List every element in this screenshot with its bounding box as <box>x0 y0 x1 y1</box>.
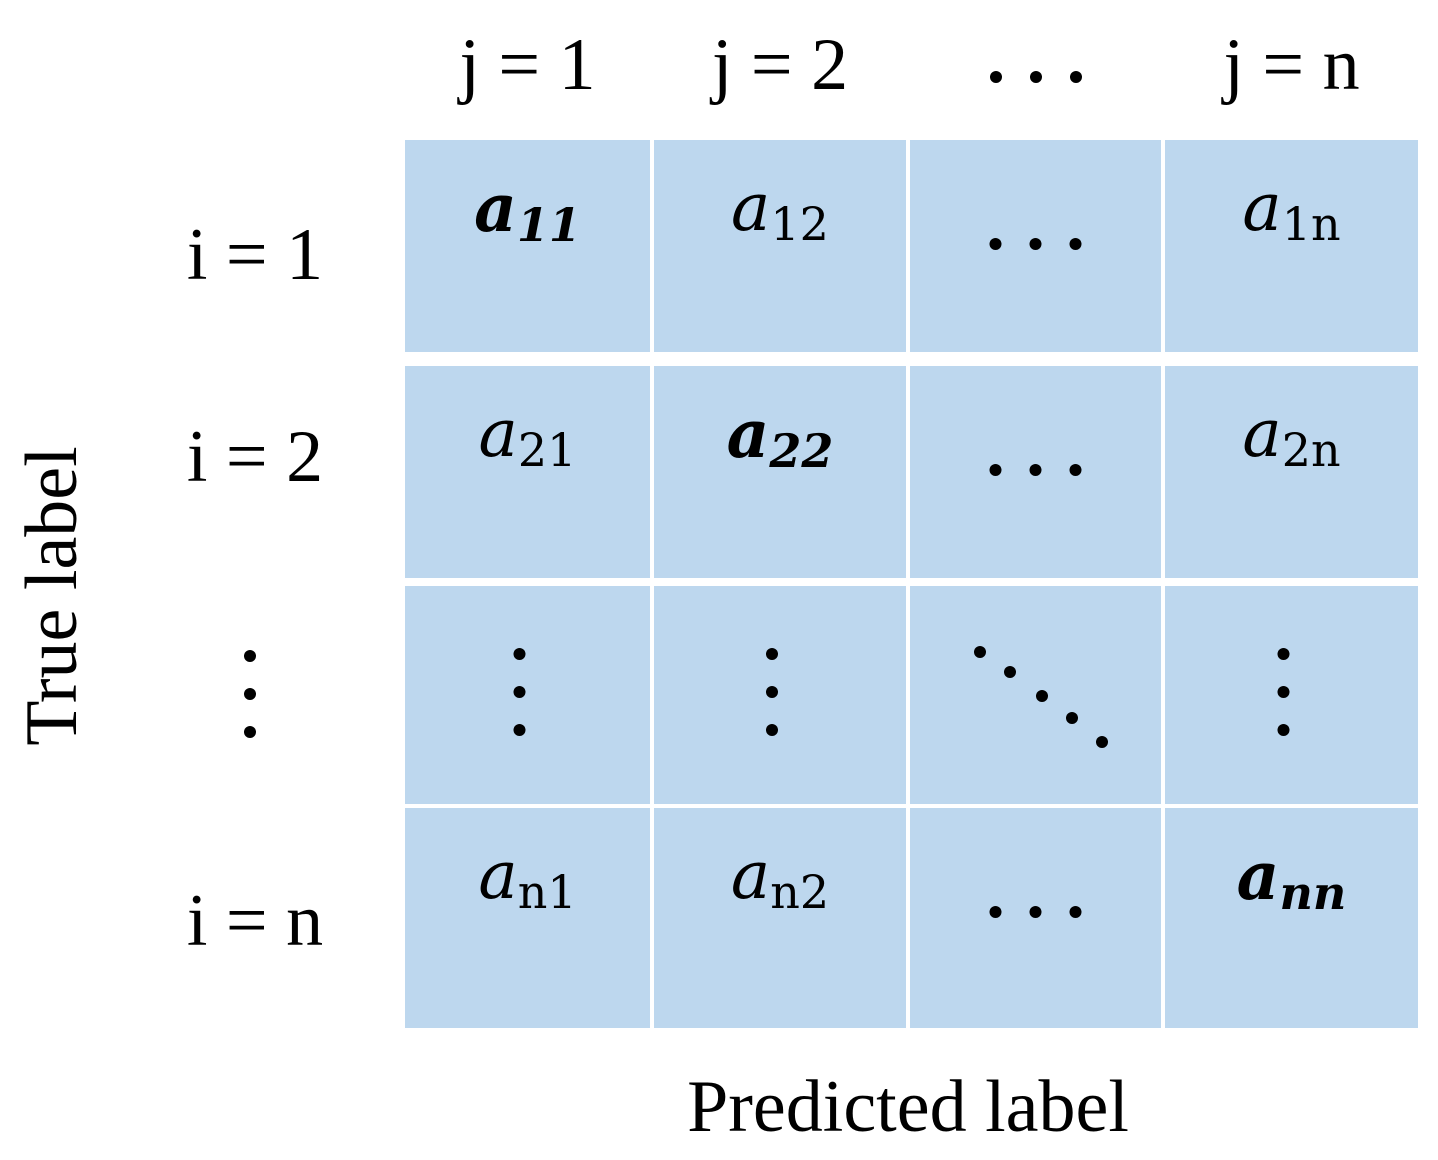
x-axis-label: Predicted label <box>687 1062 1129 1152</box>
cell-label: a1n <box>1165 168 1418 248</box>
cell-label-base: a <box>1236 837 1280 915</box>
diagonal-ellipsis-icon <box>974 646 1108 748</box>
cell-label-base: a <box>1242 169 1282 246</box>
vertical-ellipsis-icon <box>766 648 778 736</box>
matrix-cell-4-4: ann <box>1165 808 1418 1028</box>
y-axis-label-text: True label <box>11 446 93 746</box>
cell-label-subscript: 2n <box>1281 423 1341 477</box>
cell-label-subscript: 22 <box>769 424 834 478</box>
column-header-1: j = 1 <box>459 24 596 106</box>
cell-label-base: a <box>474 169 517 247</box>
cell-label: a12 <box>654 168 906 248</box>
cell-label: ann <box>1165 836 1418 916</box>
cell-label-base: a <box>478 395 518 472</box>
cell-label-base: a <box>731 169 771 246</box>
x-axis-label-text: Predicted label <box>687 1066 1129 1148</box>
cell-label-subscript: 12 <box>770 197 829 251</box>
cell-label: a2n <box>1165 394 1418 474</box>
vertical-ellipsis-icon <box>513 648 526 736</box>
matrix-cell-1-2: a12 <box>654 140 906 352</box>
matrix-cell-2-4: a2n <box>1165 366 1418 578</box>
cell-label-base: a <box>730 837 771 914</box>
y-axis-label: True label <box>7 446 97 745</box>
cell-label-subscript: nn <box>1279 866 1347 920</box>
matrix-cell-1-4: a1n <box>1165 140 1418 352</box>
cell-label-base: a <box>726 395 770 473</box>
cell-label: a22 <box>654 394 906 474</box>
matrix-cell-3-3 <box>910 586 1161 804</box>
matrix-cell-3-2 <box>654 586 906 804</box>
matrix-cell-1-3 <box>910 140 1161 352</box>
cell-label-subscript: 1n <box>1281 197 1341 251</box>
cell-label: a21 <box>405 394 650 474</box>
row-header-4: i = n <box>186 880 324 962</box>
cell-label: an2 <box>654 836 906 916</box>
vertical-ellipsis-icon <box>1277 648 1290 736</box>
matrix-cell-4-1: an1 <box>405 808 650 1028</box>
row-header-ellipsis-icon <box>244 650 256 738</box>
horizontal-ellipsis-icon <box>989 906 1082 918</box>
matrix-cell-2-3 <box>910 366 1161 578</box>
cell-label-base: a <box>1242 395 1282 472</box>
cell-label: a11 <box>405 168 650 248</box>
cell-label: an1 <box>405 836 650 916</box>
column-header-4: j = n <box>1223 24 1360 106</box>
column-header-2: j = 2 <box>711 24 849 106</box>
matrix-cell-2-1: a21 <box>405 366 650 578</box>
matrix-cell-4-2: an2 <box>654 808 906 1028</box>
matrix-cell-4-3 <box>910 808 1161 1028</box>
horizontal-ellipsis-icon <box>989 464 1082 476</box>
cell-label-subscript: 21 <box>517 423 577 477</box>
cell-label-base: a <box>478 837 518 914</box>
matrix-cell-2-2: a22 <box>654 366 906 578</box>
horizontal-ellipsis-icon <box>989 238 1082 250</box>
matrix-cell-3-1 <box>405 586 650 804</box>
cell-label-subscript: 11 <box>516 198 581 252</box>
matrix-cell-1-1: a11 <box>405 140 650 352</box>
cell-label-subscript: n2 <box>770 865 830 919</box>
row-header-2: i = 2 <box>186 416 324 498</box>
column-header-ellipsis-icon <box>989 71 1082 83</box>
cell-label-subscript: n1 <box>517 865 577 919</box>
row-header-1: i = 1 <box>186 214 324 296</box>
matrix-cell-3-4 <box>1165 586 1418 804</box>
